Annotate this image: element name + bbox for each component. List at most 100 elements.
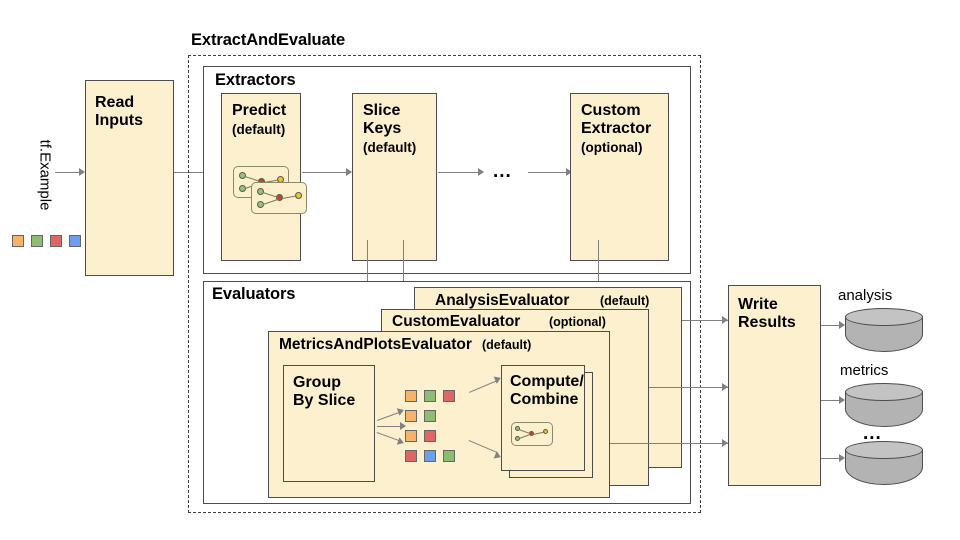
group-by-slice-line1: Group [293,374,341,391]
slice-chip-r1-green [424,390,436,402]
connector-group-to-sliceрow-1 [377,411,400,421]
output-label-analysis: analysis [838,287,893,304]
metrics-evaluator-title: MetricsAndPlotsEvaluator [279,336,472,353]
write-results-line1: Write [738,296,778,313]
compute-graph-edge-2 [519,433,531,439]
analysis-evaluator-qualifier: (default) [600,294,650,308]
compute-combine-graph-icon [511,422,553,446]
slice-chip-r4-blue [424,450,436,462]
connector-write-to-more [821,458,839,459]
connector-custom-evaluator-to-write [649,387,728,388]
custom-extractor-line1: Custom [581,102,641,119]
connector-ellipsis-to-custom [528,172,566,173]
connector-group-to-slicerow-3 [376,432,400,442]
output-label-more: ... [863,423,882,444]
slice-chip-r4-red [405,450,417,462]
node-slice-keys[interactable]: Slice Keys (default) [352,93,437,261]
metrics-cylinder-top [845,383,923,401]
custom-evaluator-qualifier: (optional) [549,315,606,329]
custom-evaluator-title: CustomEvaluator [392,313,521,330]
slice-chip-r1-red [443,390,455,402]
input-chip-orange [12,235,24,247]
compute-combine-line2: Combine [510,391,579,408]
connector-predict-to-slicekeys [302,172,346,173]
slice-chip-r2-green [424,410,436,422]
slice-chip-r2-orange [405,410,417,422]
extractors-label: Extractors [215,71,296,89]
connector-read-to-extract [174,172,212,173]
predict-graph-icon-card-front [251,182,307,214]
connector-slices-to-compute-upper [469,380,498,393]
slice-chip-r1-orange [405,390,417,402]
compute-graph-node-red-1 [529,431,534,436]
arrowhead-write-to-metrics [839,396,845,404]
input-chip-red [50,235,62,247]
group-by-slice-line2: By Slice [293,392,356,409]
container-extract-and-evaluate [188,55,701,513]
predict-title: Predict [232,102,287,119]
output-db-metrics[interactable] [845,383,923,427]
graph-node-red-2 [276,194,283,201]
connector-slices-to-compute-lower [468,440,497,453]
arrowhead-analysis-to-write [722,316,728,324]
compute-graph-node-green-1 [515,426,520,431]
arrowhead-predict-to-slicekeys [346,168,352,176]
input-label-tf-example: tf.Example [36,139,54,211]
node-read-inputs[interactable]: Read Inputs [85,80,174,276]
custom-extractor-line2: Extractor [581,120,652,137]
arrowhead-group-to-slicerow-1 [396,406,406,416]
custom-extractor-qualifier: (optional) [581,140,643,155]
extract-and-evaluate-label: ExtractAndEvaluate [191,31,346,49]
connector-write-to-analysis [821,325,839,326]
connector-metrics-to-write [610,443,728,444]
connector-write-to-metrics [821,400,839,401]
input-chip-blue [69,235,81,247]
connector-group-to-slicerow-2 [377,426,401,427]
graph-node-green-3 [257,188,264,195]
node-compute-combine[interactable]: Compute/ Combine [501,365,585,471]
arrowhead-ellipsis-to-custom [566,168,572,176]
connector-slicekeys-to-custom-evaluator [403,240,404,306]
arrowhead-group-to-slicerow-3 [396,437,406,447]
output-db-more[interactable] [845,441,923,485]
evaluators-label: Evaluators [212,285,296,303]
analysis-evaluator-title: AnalysisEvaluator [435,292,570,309]
graph-node-yellow-2 [295,192,302,199]
slice-keys-line2: Keys [363,120,402,137]
slice-chip-r3-orange [405,430,417,442]
slice-chip-r4-green [443,450,455,462]
write-results-line2: Results [738,314,796,331]
analysis-cylinder-top [845,308,923,326]
connector-slicekeys-to-ellipsis [438,172,478,173]
node-write-results[interactable]: Write Results [728,285,821,486]
connector-input-to-read [55,172,79,173]
node-metrics-and-plots-evaluator[interactable]: MetricsAndPlotsEvaluator (default) Group… [268,331,610,498]
graph-edge-5 [263,198,279,205]
node-custom-extractor[interactable]: Custom Extractor (optional) [570,93,669,261]
connector-customextractor-to-analysis [598,240,599,285]
arrowhead-slicekeys-to-ellipsis [478,168,484,176]
slice-chip-r3-red [424,430,436,442]
slice-keys-line1: Slice [363,102,401,119]
compute-graph-node-green-2 [515,436,520,441]
arrowhead-write-to-more [839,454,845,462]
extractors-ellipsis: ... [493,161,512,182]
slice-keys-qualifier: (default) [363,140,417,155]
read-inputs-line1: Read [95,94,135,111]
output-label-metrics: metrics [840,362,889,379]
node-predict[interactable]: Predict (default) [221,93,307,261]
node-group-by-slice[interactable]: Group By Slice [283,365,375,482]
arrowhead-group-to-slicerow-2 [400,422,406,430]
graph-node-green-4 [257,201,264,208]
compute-combine-line1: Compute/ [510,373,584,390]
arrowhead-custom-evaluator-to-write [722,383,728,391]
arrowhead-metrics-to-write [722,439,728,447]
compute-graph-node-yellow-1 [543,429,548,434]
arrowhead-input-to-read [79,168,85,176]
metrics-evaluator-qualifier: (default) [482,338,532,352]
read-inputs-line2: Inputs [95,112,143,129]
input-chip-green [31,235,43,247]
more-cylinder-top [845,441,923,459]
output-db-analysis[interactable] [845,308,923,352]
